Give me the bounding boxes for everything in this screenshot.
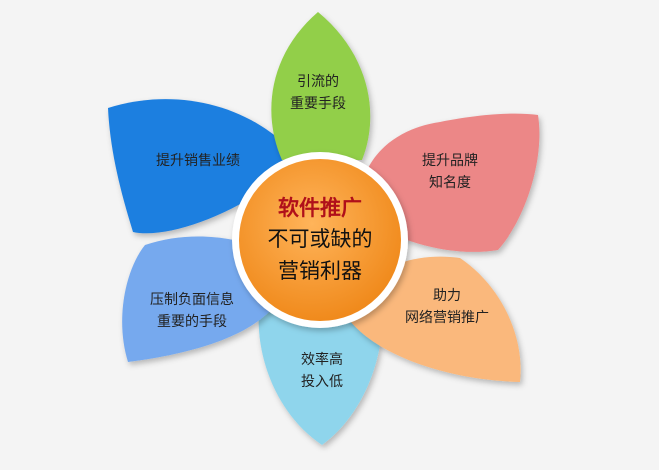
center-line-2: 营销利器 (278, 259, 362, 283)
petal-upper-right-line-2: 知名度 (429, 175, 471, 191)
petal-lower-left-line-1: 压制负面信息 (150, 292, 234, 308)
petal-upper-left (108, 99, 300, 234)
petal-bottom-line-1: 效率高 (301, 352, 343, 368)
petal-upper-left-line-1: 提升销售业绩 (156, 153, 240, 169)
petal-label-bottom: 效率高 投入低 (301, 349, 343, 393)
petal-label-top: 引流的 重要手段 (290, 71, 346, 115)
petal-top (271, 12, 371, 160)
center-label: 软件推广 不可或缺的 营销利器 (268, 193, 373, 287)
petal-top-line-2: 重要手段 (290, 96, 346, 112)
petal-bottom-line-2: 投入低 (301, 374, 343, 390)
petal-lower-right-line-2: 网络营销推广 (405, 310, 489, 326)
center-line-1: 不可或缺的 (267, 227, 373, 251)
center-circle (239, 159, 401, 321)
petal-label-upper-left: 提升销售业绩 (156, 150, 240, 172)
petal-upper-right-line-1: 提升品牌 (422, 153, 478, 169)
petal-label-lower-right: 助力 网络营销推广 (405, 285, 489, 329)
petal-lower-left-line-2: 重要的手段 (157, 314, 227, 330)
center-title: 软件推广 (278, 196, 362, 220)
petal-label-lower-left: 压制负面信息 重要的手段 (150, 289, 234, 333)
petal-bottom (258, 290, 383, 445)
petal-label-upper-right: 提升品牌 知名度 (422, 150, 478, 194)
petal-lower-right-line-1: 助力 (433, 288, 461, 304)
petal-top-line-1: 引流的 (297, 74, 339, 90)
